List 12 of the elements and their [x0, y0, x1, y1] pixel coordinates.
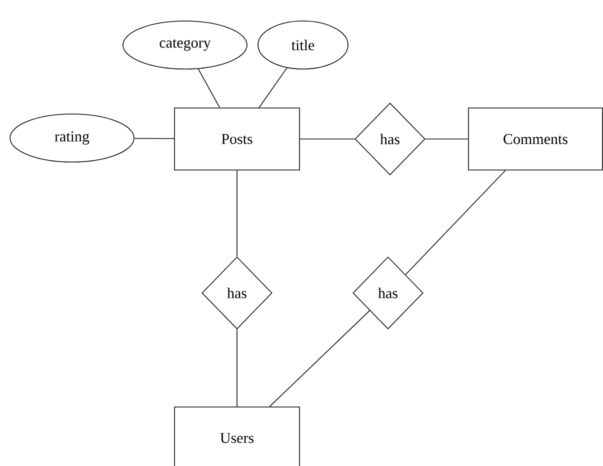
connector-line [405, 170, 506, 276]
entity-box: Comments [468, 108, 603, 170]
connector-line [198, 68, 220, 108]
connector-line [300, 138, 355, 140]
connector-line [236, 170, 238, 257]
connector-line [258, 67, 288, 108]
entity-box: Users [174, 406, 300, 466]
connector-line [269, 310, 370, 407]
connector-line [134, 138, 174, 140]
connector-line [425, 138, 468, 140]
entity-box: Posts [174, 108, 300, 170]
connector-line [236, 329, 238, 407]
